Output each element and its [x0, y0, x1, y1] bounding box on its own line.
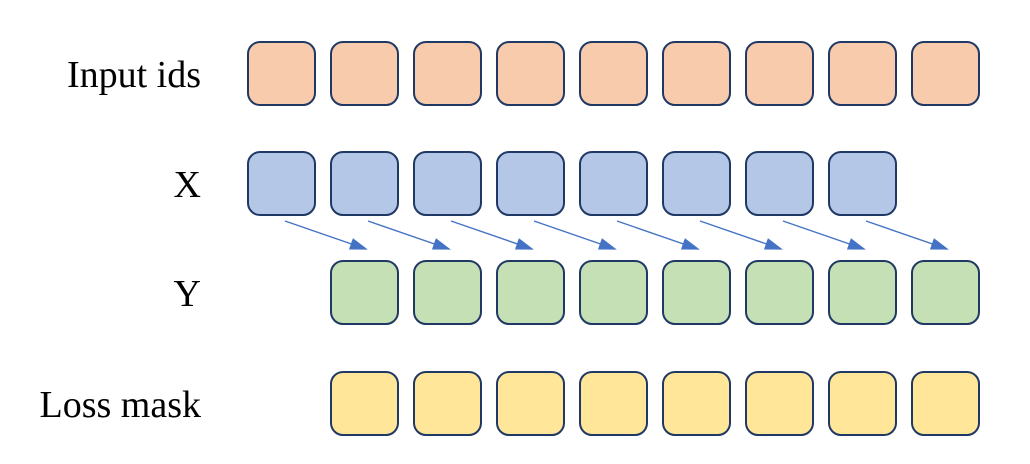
token-square-input-ids [745, 41, 814, 106]
token-square-loss-mask [413, 371, 482, 436]
token-square-loss-mask [911, 371, 980, 436]
row-label-y: Y [173, 272, 201, 315]
x-to-y-arrow [782, 220, 866, 250]
token-square-loss-mask [579, 371, 648, 436]
token-square-y [330, 260, 399, 325]
token-square-input-ids [496, 41, 565, 106]
token-square-y [413, 260, 482, 325]
token-square-x [330, 151, 399, 216]
x-to-y-arrow [533, 220, 617, 250]
token-square-loss-mask [496, 371, 565, 436]
token-square-x [662, 151, 731, 216]
token-square-y [579, 260, 648, 325]
x-to-y-arrow [367, 220, 451, 250]
x-to-y-arrow [616, 220, 700, 250]
token-square-y [828, 260, 897, 325]
x-to-y-arrow [450, 220, 534, 250]
token-square-x [745, 151, 814, 216]
token-square-x [579, 151, 648, 216]
row-label-loss-mask: Loss mask [39, 383, 202, 426]
token-square-loss-mask [662, 371, 731, 436]
token-square-y [911, 260, 980, 325]
token-square-input-ids [911, 41, 980, 106]
token-square-x [247, 151, 316, 216]
row-label-x: X [173, 163, 201, 206]
row-label-input-ids: Input ids [66, 53, 201, 96]
token-square-y [496, 260, 565, 325]
token-square-loss-mask [330, 371, 399, 436]
token-square-loss-mask [828, 371, 897, 436]
token-square-x [828, 151, 897, 216]
token-square-input-ids [662, 41, 731, 106]
token-square-input-ids [330, 41, 399, 106]
x-to-y-arrow [284, 220, 368, 250]
token-square-y [662, 260, 731, 325]
token-square-input-ids [828, 41, 897, 106]
x-to-y-arrow [865, 220, 949, 250]
x-to-y-arrow [699, 220, 783, 250]
token-square-y [745, 260, 814, 325]
token-square-x [413, 151, 482, 216]
token-square-loss-mask [745, 371, 814, 436]
token-square-input-ids [579, 41, 648, 106]
token-square-input-ids [413, 41, 482, 106]
token-square-input-ids [247, 41, 316, 106]
token-square-x [496, 151, 565, 216]
